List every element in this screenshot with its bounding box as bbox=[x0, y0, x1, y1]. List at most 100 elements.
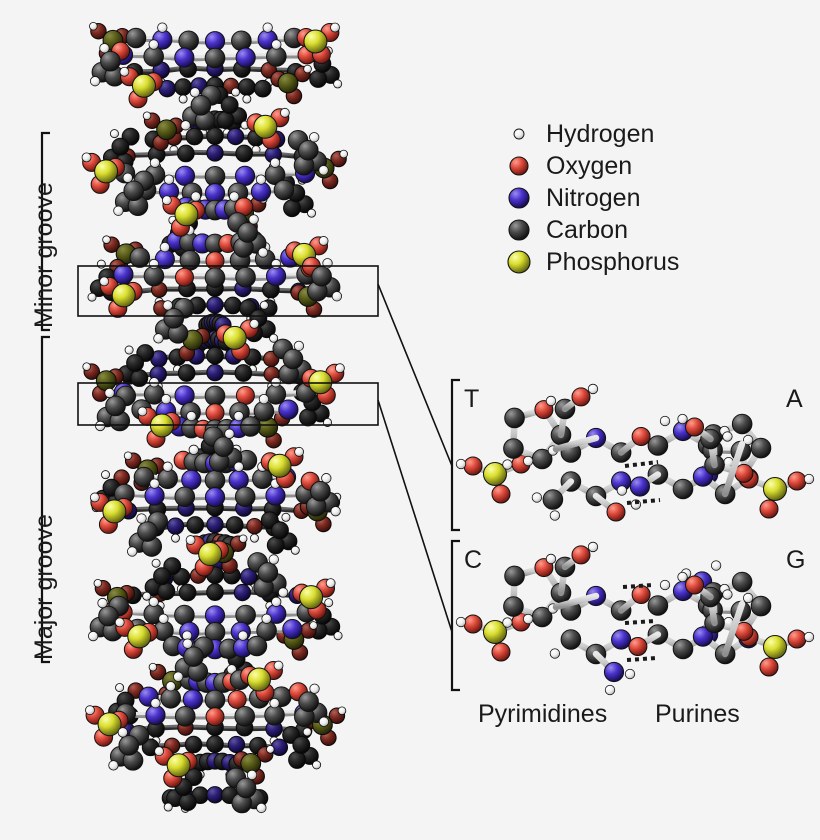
atom-c bbox=[235, 144, 253, 163]
sugar-phosphate-unit bbox=[180, 85, 222, 131]
atom-c bbox=[133, 466, 155, 488]
atom-p bbox=[303, 29, 328, 54]
legend-label: Nitrogen bbox=[546, 183, 641, 212]
atom-h bbox=[803, 631, 815, 643]
atom-h bbox=[455, 616, 467, 628]
atom-c bbox=[240, 416, 261, 437]
atom-o bbox=[227, 689, 247, 709]
atom-o bbox=[463, 456, 483, 476]
atom-c bbox=[298, 691, 319, 713]
atom-h bbox=[293, 340, 305, 352]
atom-h bbox=[248, 214, 259, 225]
atom-c bbox=[174, 706, 196, 727]
legend-item-carbon: Carbon bbox=[506, 215, 628, 245]
atom-h bbox=[271, 596, 282, 607]
atom-p bbox=[222, 325, 247, 350]
sugar-phosphate-unit bbox=[301, 256, 343, 302]
atom-h bbox=[102, 235, 111, 244]
sugar-phosphate-unit bbox=[161, 195, 206, 237]
atom-h bbox=[307, 208, 317, 218]
atom-p bbox=[131, 73, 156, 98]
atom-h bbox=[587, 541, 599, 553]
atom-h bbox=[255, 174, 267, 185]
atom-c bbox=[190, 95, 212, 116]
atom-sphere-icon bbox=[509, 156, 529, 176]
sugar-phosphate-unit bbox=[119, 66, 163, 109]
atom-c bbox=[213, 436, 234, 458]
atom-h bbox=[803, 473, 815, 485]
atom-h bbox=[165, 681, 176, 692]
atom-h bbox=[180, 120, 191, 131]
atom-h bbox=[231, 87, 241, 97]
atom-o bbox=[759, 657, 779, 677]
atom-h bbox=[324, 598, 334, 608]
atom-sphere-icon bbox=[513, 128, 525, 140]
atom-c bbox=[186, 516, 205, 534]
legend-item-nitrogen: Nitrogen bbox=[506, 183, 641, 213]
atom-h bbox=[722, 431, 733, 442]
atom-h bbox=[549, 648, 561, 659]
atom-n bbox=[226, 127, 245, 146]
atom-c bbox=[503, 438, 524, 459]
atom-c bbox=[234, 706, 256, 727]
atom-h bbox=[173, 671, 184, 682]
atom-h bbox=[545, 395, 557, 407]
atom-h bbox=[318, 716, 330, 727]
sugar-phosphate-unit bbox=[247, 552, 289, 598]
atom-n bbox=[603, 661, 625, 683]
sugar-phosphate-unit bbox=[227, 212, 269, 258]
atom-o bbox=[571, 387, 591, 407]
atom-h bbox=[178, 94, 188, 104]
base-pair-rung bbox=[125, 22, 305, 52]
atom-h bbox=[587, 383, 599, 395]
atom-h bbox=[309, 132, 320, 143]
atom-n bbox=[629, 476, 650, 497]
atom-p bbox=[94, 159, 119, 184]
atom-n bbox=[233, 583, 252, 602]
atom-c bbox=[98, 605, 119, 627]
atom-p bbox=[127, 624, 152, 649]
atom-h bbox=[279, 107, 290, 118]
atom-h bbox=[123, 451, 133, 461]
atom-p bbox=[277, 72, 299, 94]
atom-h bbox=[186, 410, 197, 422]
legend-label: Carbon bbox=[546, 215, 628, 244]
atom-h bbox=[161, 195, 172, 206]
atom-c bbox=[178, 583, 197, 602]
atom-h bbox=[151, 558, 161, 568]
atom-c bbox=[731, 413, 753, 435]
atom-h bbox=[531, 492, 543, 503]
atom-o bbox=[491, 484, 511, 504]
atom-c bbox=[204, 267, 226, 288]
sugar-phosphate-unit bbox=[300, 471, 341, 517]
purines-label: Purines bbox=[655, 700, 740, 728]
hydrogen-bond bbox=[624, 619, 656, 625]
atom-c bbox=[225, 516, 244, 534]
atom-h bbox=[722, 589, 733, 600]
sugar-phosphate-unit bbox=[142, 111, 185, 152]
atom-h bbox=[89, 76, 101, 87]
sugar-phosphate-unit bbox=[185, 535, 229, 577]
atom-h bbox=[136, 513, 147, 524]
minor-groove-label: Minor groove bbox=[30, 182, 58, 328]
atom-h bbox=[502, 459, 513, 470]
atom-c bbox=[137, 521, 158, 542]
sugar-phosphate-unit bbox=[173, 636, 215, 682]
atom-h bbox=[137, 406, 148, 417]
atom-h bbox=[522, 613, 534, 625]
sugar-phosphate-unit bbox=[260, 511, 300, 555]
atom-h bbox=[318, 165, 329, 176]
atom-c bbox=[220, 96, 239, 114]
atom-h bbox=[281, 512, 291, 522]
legend-label: Hydrogen bbox=[546, 119, 655, 148]
atom-h bbox=[113, 205, 124, 216]
atom-n bbox=[282, 619, 303, 640]
atom-n bbox=[204, 487, 226, 508]
atom-c bbox=[235, 266, 256, 288]
sugar-phosphate-unit bbox=[282, 725, 322, 770]
sugar-phosphate-unit bbox=[142, 557, 182, 601]
atom-h bbox=[249, 318, 260, 329]
atom-c bbox=[100, 50, 121, 72]
atom-h bbox=[277, 587, 289, 598]
